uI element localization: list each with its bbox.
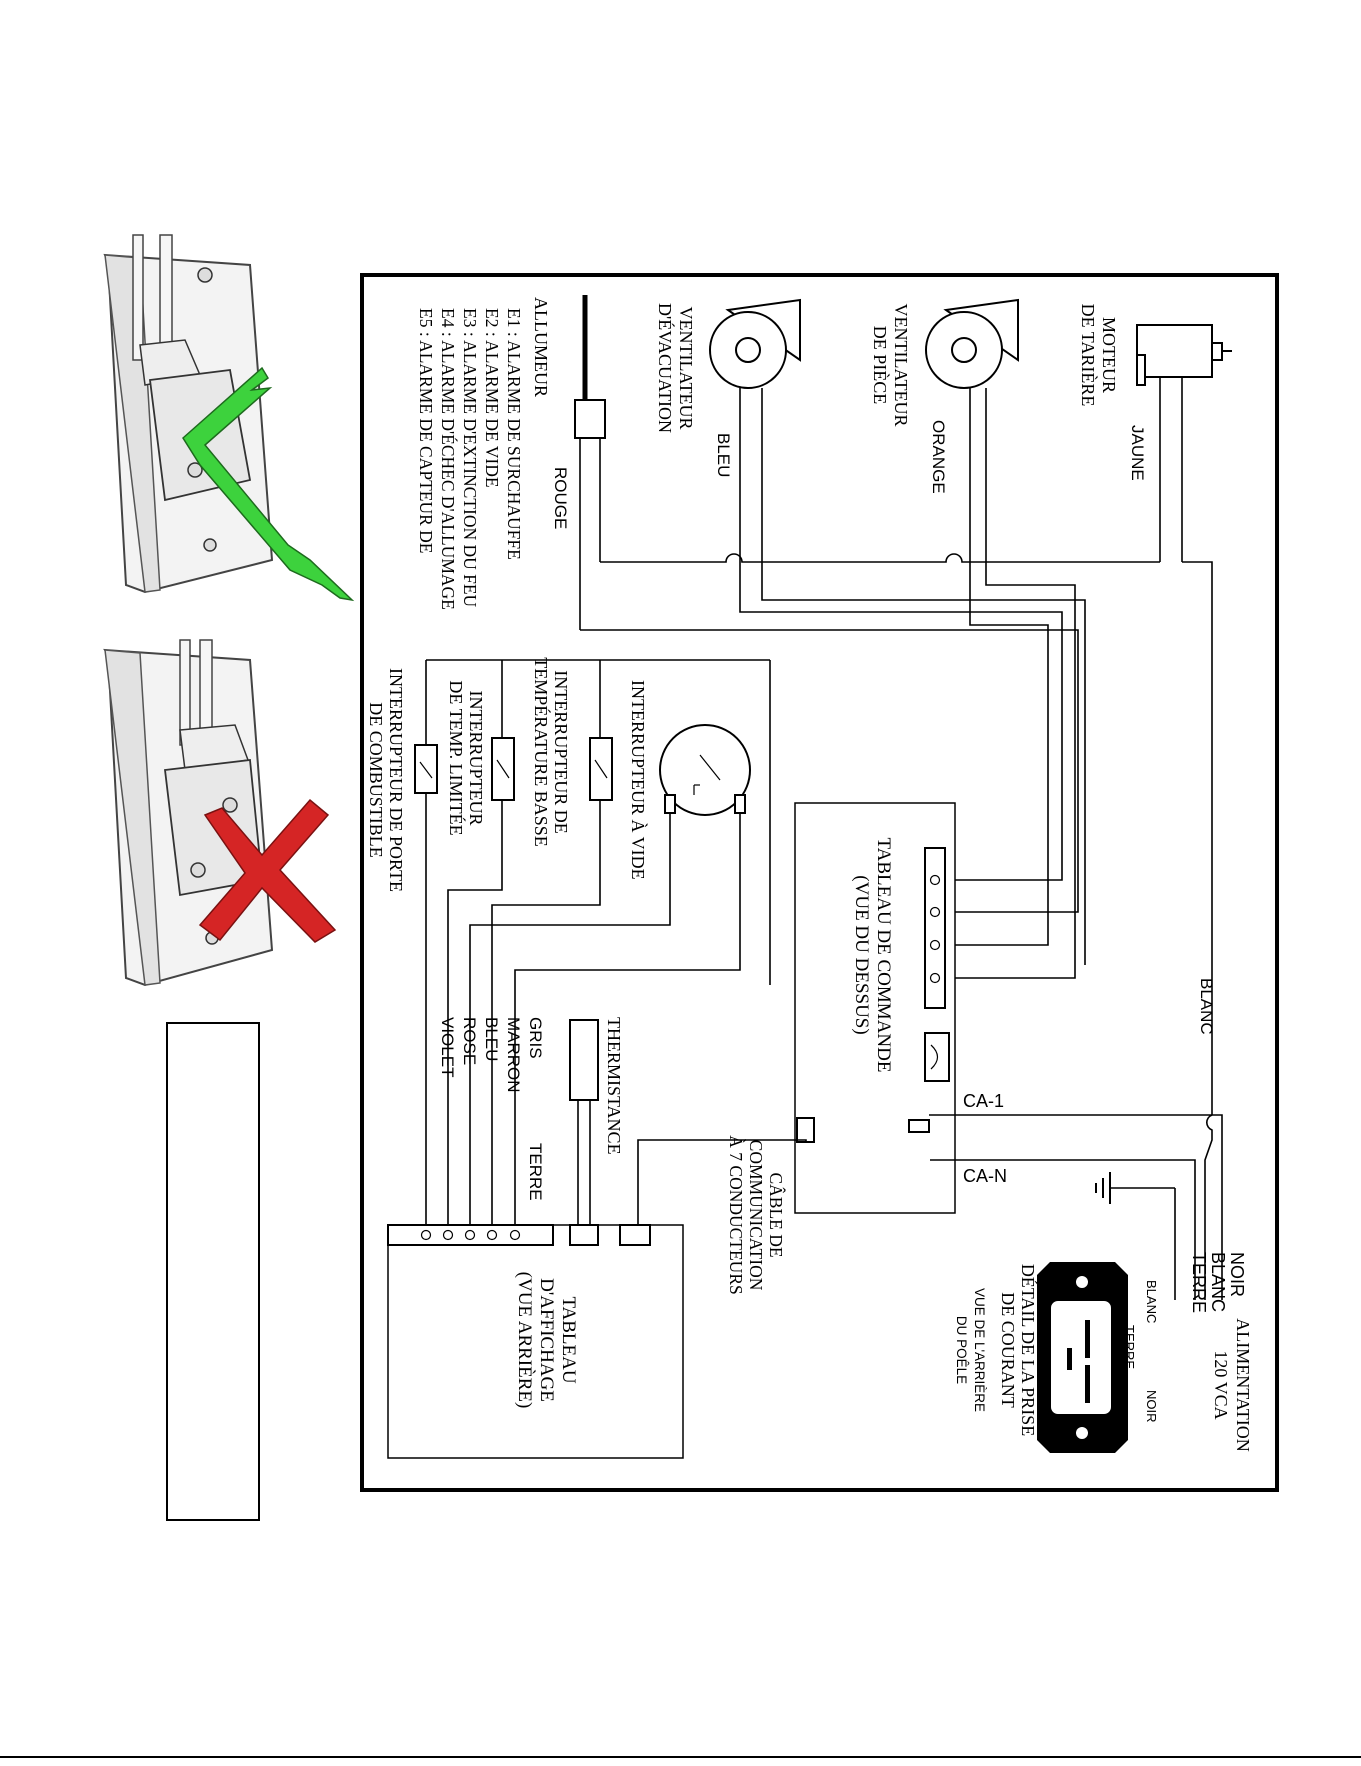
wire-label-orange: ORANGE [929,420,948,494]
svg-text:E5 : ALARME DE CAPTEUR DE: E5 : ALARME DE CAPTEUR DE [416,308,436,554]
display-wire-labels: GRIS MARRON BLEU ROSE VIOLET TERRE [438,1017,545,1201]
display-board [387,1224,684,1459]
vacuum-switch-symbol [469,660,771,1225]
power-wire-labels: NOIR BLANC TERRE [1189,1252,1247,1313]
svg-text:E1 : ALARME DE SURCHAUFFE: E1 : ALARME DE SURCHAUFFE [504,308,524,560]
wire-label-blanc: BLANC [1197,978,1216,1035]
svg-text:TERRE: TERRE [1122,1325,1137,1369]
receptacle-pin-labels: BLANC TERRE NOIR [1122,1280,1159,1423]
auger-motor-label: MOTEURDE TARIÈRE [1078,304,1119,407]
vacuum-switch-label: INTERRUPTEUR À VIDE [628,680,649,880]
svg-text:E4 : ALARME D'ÉCHEC D'ALLUMAGE: E4 : ALARME D'ÉCHEC D'ALLUMAGE [438,308,458,610]
thermistor-label: THERMISTANCE [604,1017,624,1155]
svg-text:MARRON: MARRON [504,1017,523,1093]
control-board-label: TABLEAU DE COMMANDE(VUE DU DESSUS) [851,838,894,1073]
display-board-label: TABLEAUD'AFFICHAGE(VUE ARRIÈRE) [514,1272,579,1409]
igniter-label: ALLUMEUR [531,297,551,397]
svg-text:BLANC: BLANC [1144,1280,1159,1323]
svg-text:E3 : ALARME D'EXTINCTION DU FE: E3 : ALARME D'EXTINCTION DU FEU [460,308,480,608]
svg-text:BLANC: BLANC [1208,1252,1228,1312]
connector-incorrect-photo [103,639,337,987]
low-temp-switch-symbol [491,660,613,1225]
wire-label-can: CA-N [963,1166,1007,1186]
auger-motor-symbol [1136,324,1232,562]
svg-text:E2 : ALARME DE VIDE: E2 : ALARME DE VIDE [482,308,502,488]
svg-text:BLEU: BLEU [482,1017,501,1061]
exhaust-fan-label: VENTILATEURD'ÉVACUATION [655,303,696,433]
wire-label-rouge: ROUGE [551,467,570,529]
connector-correct-photo [103,234,355,602]
rear-view-label: VUE DE L'ARRIÈREDU POÊLE [954,1288,987,1412]
svg-text:NOIR: NOIR [1144,1390,1159,1423]
diagram-frame [360,273,1279,1492]
high-limit-switch-symbol [447,660,515,1225]
cross-mark-icon [198,798,337,943]
low-temp-switch-label: INTERRUPTEUR DETEMPÉRATURE BASSE [531,657,571,847]
svg-text:TERRE: TERRE [526,1143,545,1201]
receptacle-detail-label: DÉTAIL DE LA PRISEDE COURANT [998,1264,1039,1436]
svg-text:VIOLET: VIOLET [438,1017,457,1077]
exhaust-fan-symbol [709,298,801,562]
wire-label-jaune: JAUNE [1128,425,1147,481]
empty-note-box [166,1022,260,1521]
control-board [794,802,956,1214]
comm-cable-wire [637,1139,807,1225]
thermistor-symbol [569,1019,599,1225]
svg-text:GRIS: GRIS [526,1017,545,1059]
power-lines [929,1114,1223,1300]
door-switch-symbol [414,660,438,1225]
room-fan-label: VENTILATEURDE PIÈCE [870,304,911,427]
alarm-list: E1 : ALARME DE SURCHAUFFE E2 : ALARME DE… [416,308,524,610]
igniter-symbol [574,295,606,630]
svg-text:TERRE: TERRE [1189,1252,1209,1313]
wire-label-ca1: CA-1 [963,1091,1004,1111]
svg-text:ROSE: ROSE [460,1017,479,1065]
harness-wires [580,553,1213,1115]
svg-text:NOIR: NOIR [1227,1252,1247,1297]
room-fan-symbol [925,298,1019,562]
door-switch-label: INTERRUPTEUR DE PORTEDE COMBUSTIBLE [366,668,406,892]
receptacle-symbol [1037,1262,1128,1453]
wire-label-bleu: BLEU [714,433,733,477]
check-mark-icon [182,366,355,602]
high-limit-switch-label: INTERRUPTEURDE TEMP. LIMITÉE [446,680,486,835]
power-supply-label: ALIMENTATION120 VCA [1211,1318,1253,1452]
comm-cable-label: CÂBLE DECOMMUNICATIONÀ 7 CONDUCTEURS [726,1135,786,1294]
